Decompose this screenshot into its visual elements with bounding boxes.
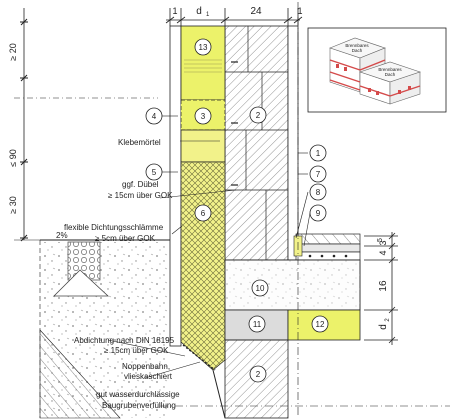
dim-max-90: ≤ 90 [8,149,18,166]
callout-3: 3 [194,107,212,125]
dim-min-30: ≥ 30 [8,196,18,213]
label-slope: 2% [56,231,68,240]
svg-text:9: 9 [316,209,321,218]
dim-right-16: 16 [378,280,389,292]
callout-5: 5 [145,163,163,181]
label-schlaemme-1: flexible Dichtungsschlämme [64,223,164,232]
label-abdichtung-1: Abdichtung nach DIN 18195 [74,336,175,345]
inset-label-1b: Dach [352,48,363,53]
callout-6: 6 [194,204,212,222]
inset-label-2a: Brennbares [378,67,402,72]
label-noppen-1: Noppenbahn, [122,362,170,371]
dim-top-insulation-sub: 1 [206,12,210,18]
dim-right-3: 3 [378,240,388,245]
annotations: Klebemörtel ggf. Dübel ≥ 15cm über GOK f… [56,138,180,410]
left-dimension-chain: ≥ 20 ≤ 90 ≥ 30 [8,8,160,242]
callout-2-lower: 2 [249,365,267,383]
callout-8: 8 [309,183,327,201]
dim-right-d: d [378,324,389,330]
callout-9: 9 [309,204,327,222]
callout-12: 12 [311,315,329,333]
svg-text:11: 11 [253,320,262,329]
dim-top-plaster: 1 [172,6,177,16]
svg-text:4: 4 [152,112,157,121]
svg-text:1: 1 [316,149,321,158]
label-schlaemme-2: ≥ 5cm über GOK [95,234,156,243]
label-duebel-2: ≥ 15cm über GOK [108,191,173,200]
label-noppen-2: vlieskaschiert [124,372,173,381]
dim-top-inner-plaster: 1 [297,6,302,16]
inset-label-2b: Dach [385,72,396,77]
callout-13: 13 [194,38,212,56]
callout-11: 11 [248,315,266,333]
svg-text:12: 12 [316,320,325,329]
dim-right-4: 4 [378,250,388,255]
label-duebel-1: ggf. Dübel [122,180,159,189]
inset-label-1a: Brennbares [345,43,369,48]
inset-building: Brennbares Dach Brennbares Dach [307,27,447,113]
svg-text:6: 6 [201,209,206,218]
dim-right-d-sub: 2 [385,318,391,322]
label-klebemoertel: Klebemörtel [118,138,161,147]
svg-text:13: 13 [199,43,208,52]
dim-top-insulation: d [196,6,202,17]
svg-text:2: 2 [256,370,261,379]
callout-7: 7 [309,165,327,183]
svg-text:2: 2 [256,111,261,120]
svg-text:3: 3 [201,112,206,121]
ground-area [39,239,226,419]
svg-text:8: 8 [316,188,321,197]
top-dimension-chain: 1 d 1 24 1 [165,6,303,26]
svg-text:7: 7 [316,170,321,179]
right-dimension-chain: 3 4 5 16 d 2 [364,232,398,345]
callout-4: 4 [145,107,163,125]
axis-lines [160,2,450,418]
wall-section [169,25,299,371]
callout-10: 10 [251,279,269,297]
dim-right-5: 5 [377,238,384,242]
svg-text:5: 5 [152,168,157,177]
label-verfuellung-1: gut wasserdurchlässige [96,390,180,399]
dim-min-20: ≥ 20 [8,43,18,60]
callout-1: 1 [309,144,327,162]
callout-2-upper: 2 [249,106,267,124]
svg-text:10: 10 [256,284,265,293]
label-abdichtung-2: ≥ 15cm über GOK [104,346,169,355]
floor-slab [224,233,361,419]
label-verfuellung-2: Baugrubenverfüllung [102,401,176,410]
dim-top-wall: 24 [250,6,262,17]
